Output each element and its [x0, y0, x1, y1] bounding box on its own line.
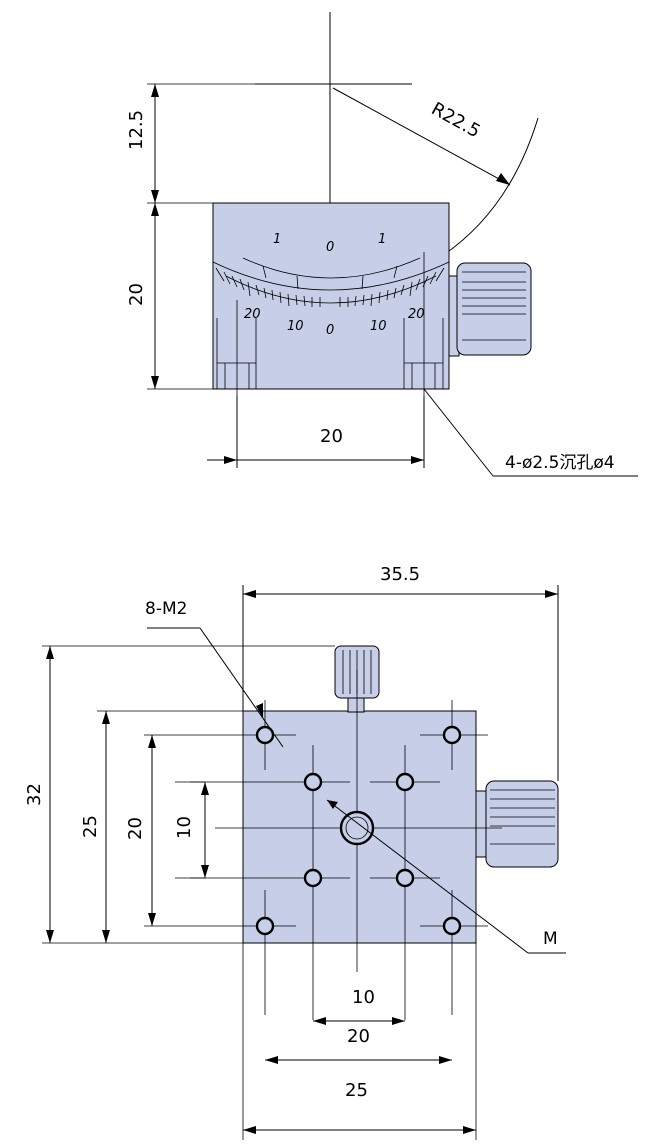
scale-lower-10-left: 10: [287, 319, 304, 334]
thread-leader: [199, 627, 284, 748]
scale-upper-center: 0: [326, 240, 334, 255]
scale-arc-outer: [212, 261, 450, 291]
center-label: M: [543, 929, 558, 949]
scale-lower-20-right: 20: [408, 307, 425, 322]
mount-hole-inner-tr: [395, 772, 415, 792]
counterbore-right: [403, 252, 444, 396]
scale-arc-inner: [225, 275, 437, 304]
adjust-knob-side: [448, 262, 532, 357]
top-view: R22.5: [126, 12, 638, 477]
dim-label-10-vertical: 10: [174, 816, 195, 839]
bottom-view: 35.5 8-M2 32 25 20 10 10: [24, 564, 566, 1140]
center-leader: [326, 799, 529, 954]
mount-hole-br: [442, 916, 462, 936]
scale-ticks: [215, 265, 445, 307]
mount-hole-inner-tl: [303, 772, 323, 792]
scale-lower-20-left: 20: [244, 307, 261, 322]
dim-label-25-vertical: 25: [80, 815, 101, 838]
radius-label: R22.5: [428, 98, 484, 142]
hole-callout-label: 4-ø2.5沉孔ø4: [505, 453, 615, 473]
vernier-arc: [242, 257, 421, 279]
stage-body-side: [212, 202, 450, 390]
scale-upper-right: 1: [378, 232, 386, 247]
center-hole-inner: [345, 816, 369, 840]
dim-label-20-horizontal: 20: [347, 1026, 370, 1047]
dim-label-20-vertical: 20: [126, 283, 147, 306]
radius-arrowhead: [496, 173, 510, 185]
thread-label: 8-M2: [145, 599, 187, 619]
scale-lower-0: 0: [326, 323, 334, 338]
mount-hole-inner-br: [395, 868, 415, 888]
mount-hole-tr: [442, 725, 462, 745]
dim-label-12-5: 12.5: [126, 110, 147, 150]
dim-label-20-horizontal: 20: [320, 426, 343, 447]
counterbore-left: [216, 300, 257, 396]
dim-label-32: 32: [24, 783, 45, 806]
dim-label-10-horizontal: 10: [352, 987, 375, 1008]
mount-hole-inner-bl: [303, 868, 323, 888]
dim-label-25-horizontal: 25: [345, 1080, 368, 1101]
callout-leader: [423, 388, 494, 477]
dim-label-20-vertical: 20: [125, 817, 146, 840]
adjust-knob-right: [475, 780, 559, 868]
radius-leader: [332, 87, 511, 186]
dim-label-35-5: 35.5: [380, 564, 420, 585]
mount-hole-bl: [255, 916, 275, 936]
radius-arc: [441, 117, 539, 257]
scale-lower-10-right: 10: [370, 319, 387, 334]
scale-upper-left: 1: [273, 232, 281, 247]
mount-hole-tl: [255, 725, 275, 745]
